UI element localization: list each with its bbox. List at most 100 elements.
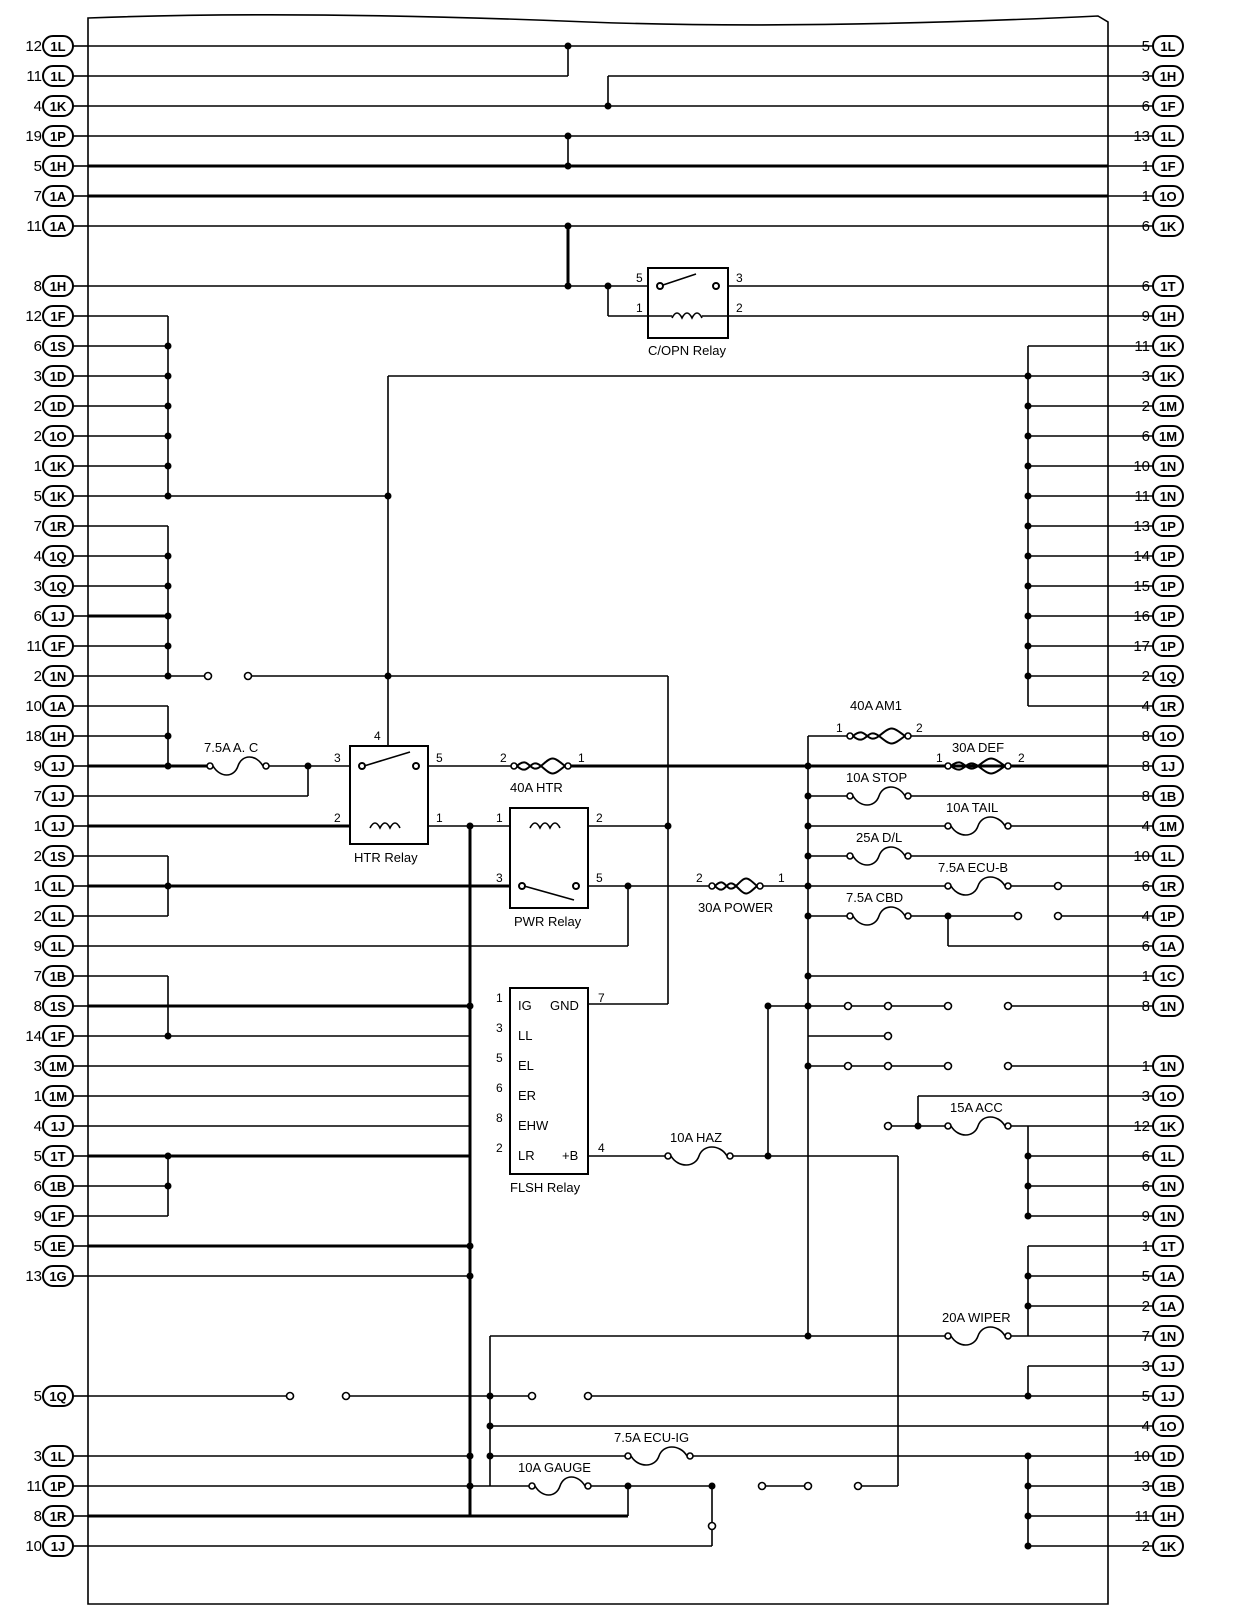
- right-connector-id: 1T: [1160, 279, 1175, 294]
- right-connector: 31J: [1108, 1355, 1184, 1377]
- right-connector: 91H: [1108, 305, 1184, 327]
- open-terminal: [1053, 881, 1063, 891]
- left-pin-number: 7: [34, 788, 42, 805]
- junction-dot: [1024, 1512, 1032, 1520]
- left-pin-number: 11: [26, 1478, 42, 1495]
- left-pin-number: 8: [34, 278, 42, 295]
- left-connector-id: 1H: [50, 279, 67, 294]
- left-pin-number: 5: [34, 1148, 42, 1165]
- open-terminal: [243, 671, 253, 681]
- right-connector-id: 1O: [1159, 729, 1176, 744]
- left-connector-id: 1F: [50, 1209, 65, 1224]
- left-connector-id: 1F: [50, 639, 65, 654]
- left-connector-id: 1D: [50, 399, 67, 414]
- junction-dot: [466, 1482, 474, 1490]
- left-pin-number: 6: [34, 1178, 42, 1195]
- pwr-relay: 1 2 3 5 PWR Relay: [496, 807, 603, 929]
- fuse-am1-pin-1: 1: [836, 721, 843, 735]
- fuse-dl: [846, 846, 912, 866]
- right-connector: 31K: [1108, 365, 1184, 387]
- fuse-cbd: [846, 906, 912, 926]
- right-connector: 61L: [1108, 1145, 1184, 1167]
- open-terminal: [943, 1001, 953, 1011]
- left-connector-id: 1L: [50, 69, 65, 84]
- open-terminal: [883, 1001, 893, 1011]
- left-connector-id: 1D: [50, 369, 67, 384]
- junction-dot: [486, 1422, 494, 1430]
- right-connector: 31H: [1108, 65, 1184, 87]
- left-pin-number: 2: [34, 668, 42, 685]
- right-connector: 11N: [1108, 1055, 1184, 1077]
- junction-dot: [164, 1152, 172, 1160]
- junction-dot: [804, 852, 812, 860]
- fuse-dl-label: 25A D/L: [856, 830, 902, 845]
- flsh-term-plusb: +B: [562, 1148, 578, 1163]
- pwr-pin-2: 2: [596, 811, 603, 825]
- right-connector-id: 1O: [1159, 1419, 1176, 1434]
- fuse-def: [944, 757, 1012, 775]
- fuse-am1-label: 40A AM1: [850, 698, 902, 713]
- left-connector-id: 1S: [50, 849, 66, 864]
- fuse-labels: 7.5A A. C 40A HTR 30A POWER 40A AM1 30A …: [204, 698, 1025, 1475]
- right-connector: 61F: [1108, 95, 1184, 117]
- flsh-term-el: EL: [518, 1058, 534, 1073]
- junction-dot: [624, 1482, 632, 1490]
- right-connector-id: 1K: [1160, 1119, 1177, 1134]
- fuse-am1: [846, 727, 912, 745]
- left-connector-id: 1L: [50, 939, 65, 954]
- right-connector: 81O: [1108, 725, 1184, 747]
- left-pin-number: 9: [34, 1208, 42, 1225]
- junction-dot: [1024, 492, 1032, 500]
- left-connector-id: 1K: [50, 99, 67, 114]
- left-connector-id: 1J: [51, 819, 65, 834]
- right-connector-id: 1L: [1160, 849, 1175, 864]
- right-connector-id: 1K: [1160, 369, 1177, 384]
- junction-dot: [564, 132, 572, 140]
- left-pin-number: 2: [34, 908, 42, 925]
- fuse-ecuig-label: 7.5A ECU-IG: [614, 1430, 689, 1445]
- junction-dot: [804, 762, 812, 770]
- left-connector: 8 1H: [34, 275, 88, 297]
- junction-dot: [564, 162, 572, 170]
- junction-dot: [164, 462, 172, 470]
- left-connector-id: 1Q: [49, 579, 66, 594]
- junction-dot: [164, 552, 172, 560]
- open-terminal: [803, 1481, 813, 1491]
- pwr-pin-3: 3: [496, 871, 503, 885]
- left-pin-number: 13: [25, 1268, 42, 1285]
- copn-pin-5: 5: [636, 271, 643, 285]
- left-pin-number: 1: [34, 818, 42, 835]
- right-connector-id: 1L: [1160, 39, 1175, 54]
- junction-dot: [384, 492, 392, 500]
- junction-dot: [164, 582, 172, 590]
- right-connector: 61A: [1108, 935, 1184, 957]
- fuses: [206, 727, 1012, 1496]
- junction-dot: [708, 1482, 716, 1490]
- right-connector-id: 1D: [1160, 1449, 1177, 1464]
- right-connector-id: 1A: [1160, 939, 1177, 954]
- left-connector-id: 1A: [50, 189, 67, 204]
- junction-dot: [804, 912, 812, 920]
- junction-dot: [664, 822, 672, 830]
- copn-pin-3: 3: [736, 271, 743, 285]
- junction-dot: [1024, 582, 1032, 590]
- junction-block-outline: [87, 14, 1109, 1605]
- right-connector-id: 1F: [1160, 159, 1175, 174]
- fuse-gauge-label: 10A GAUGE: [518, 1460, 591, 1475]
- junction-dot: [564, 42, 572, 50]
- fuse-def-pin-1: 1: [936, 751, 943, 765]
